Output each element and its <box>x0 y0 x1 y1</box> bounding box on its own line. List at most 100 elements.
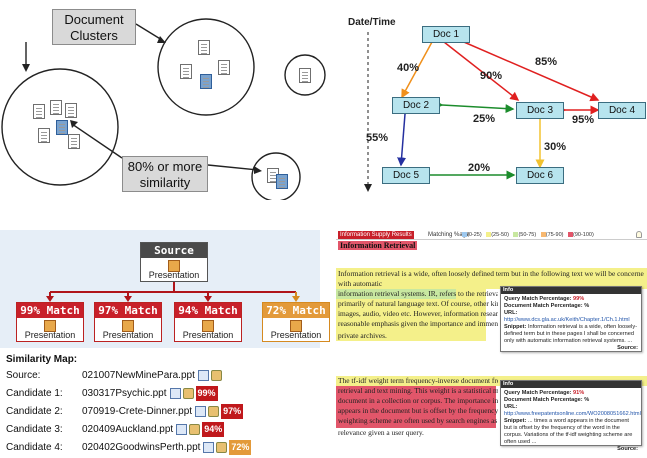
edge-label: 30% <box>544 141 567 153</box>
row-label: Candidate 2: <box>6 406 63 418</box>
match-percentage-badge: 72% <box>229 440 252 455</box>
tooltip-title: Info <box>501 381 641 388</box>
tooltip-match-value: 91% <box>573 390 585 396</box>
preview-icon[interactable] <box>210 369 222 381</box>
doc-line: retrieval and text mining. This weight i… <box>338 386 498 395</box>
match-label: Presentation <box>102 330 154 340</box>
legend-item: (50-75) <box>518 232 537 238</box>
file-link[interactable]: 021007NewMinePara.ppt <box>82 370 195 381</box>
tooltip-snippet-label: Snippet: <box>504 324 527 330</box>
info-icon[interactable] <box>169 388 181 399</box>
tooltip-match-value: 99% <box>573 296 585 302</box>
similarity-map-title: Similarity Map: <box>6 354 78 365</box>
doc-line: reasonable emphasis given the importance… <box>338 319 498 328</box>
edge-label: 40% <box>397 62 420 74</box>
tooltip-doc-label: Document Match Percentage: % <box>504 397 590 403</box>
document-icon <box>299 68 311 83</box>
info-icon[interactable] <box>195 406 207 417</box>
doc-line: images, audio, video etc. However, infor… <box>338 309 498 318</box>
tooltip-url-label: URL: <box>504 310 518 316</box>
match-panel: Source Presentation 99% Match Presentati… <box>0 230 330 458</box>
doc-line: The tf-idf weight term frequency-inverse… <box>338 376 498 385</box>
row-label: Candidate 4: <box>6 442 63 454</box>
preview-icon[interactable] <box>216 442 228 453</box>
edge-label: 20% <box>468 162 491 174</box>
match-tooltip: Info Query Match Percentage: 91% Documen… <box>500 380 642 452</box>
presentation-icon <box>202 320 214 332</box>
document-icon <box>38 128 50 143</box>
match-box-99: 99% Match Presentation <box>16 302 84 342</box>
document-header-bar <box>336 230 647 240</box>
source-title: Source <box>141 243 207 258</box>
match-title: 97% Match <box>95 303 161 318</box>
cluster-circle-bottom <box>251 152 301 200</box>
presentation-icon <box>168 260 180 272</box>
similarity-label: 80% or more similarity <box>122 156 208 192</box>
document-title: Information Retrieval <box>338 241 418 250</box>
legend-label: Matching %age <box>428 232 470 238</box>
tooltip-url[interactable]: http://www.dcs.gla.ac.uk/Keith/Chapter.1… <box>504 317 630 323</box>
legend-item: (90-100) <box>573 232 594 238</box>
file-link[interactable]: 020409Auckland.ppt <box>82 424 174 436</box>
match-box-94: 94% Match Presentation <box>174 302 242 342</box>
match-tooltip: Info Query Match Percentage: 99% Documen… <box>500 286 642 352</box>
source-box: Source Presentation <box>140 242 208 282</box>
match-title: 72% Match <box>263 303 329 318</box>
edge-doc1-doc4 <box>441 28 600 102</box>
match-percentage-badge: 94% <box>202 422 225 437</box>
info-icon[interactable] <box>203 442 215 453</box>
legend-item: (0-25) <box>467 232 482 238</box>
edge-label: 85% <box>535 56 558 68</box>
legend-item: (25-50) <box>491 232 509 238</box>
node-doc5: Doc 5 <box>382 167 430 184</box>
tooltip-source-label: Source: <box>617 446 638 452</box>
legend-item: (75-90) <box>545 232 564 238</box>
tooltip-source-label: Source: <box>617 345 638 351</box>
doc-line: private archives. <box>338 331 387 340</box>
document-icon <box>218 60 230 75</box>
node-doc1: Doc 1 <box>422 26 470 43</box>
source-label: Presentation <box>148 270 200 280</box>
row-label: Source: <box>6 370 41 381</box>
date-time-axis-label: Date/Time <box>348 17 396 28</box>
tooltip-match-label: Query Match Percentage: <box>504 390 572 396</box>
tooltip-url-label: URL: <box>504 404 518 410</box>
legend: (0-25) (25-50) (50-75) (75-90) (90-100) <box>462 231 594 239</box>
results-badge: Information Supply Results <box>338 231 414 239</box>
cluster-circle-top-right <box>157 18 255 116</box>
tooltip-doc-label: Document Match Percentage: % <box>504 303 590 309</box>
info-icon[interactable] <box>176 424 188 435</box>
highlight-block <box>336 376 647 386</box>
lightbulb-icon[interactable] <box>636 231 642 238</box>
file-link[interactable]: 020402GoodwinsPerth.ppt <box>82 442 201 454</box>
presentation-icon <box>122 320 134 332</box>
match-percentage-badge: 99% <box>195 386 218 401</box>
file-link[interactable]: 030317Psychic.ppt <box>82 388 167 400</box>
document-icon <box>65 103 77 118</box>
edge-doc1-doc2 <box>401 33 440 99</box>
preview-icon[interactable] <box>182 388 194 399</box>
tooltip-url[interactable]: http://www.freepatentsonline.com/WO20080… <box>504 411 641 417</box>
preview-icon[interactable] <box>208 406 220 417</box>
document-icon <box>33 104 45 119</box>
doc-line: relevance given a user query. <box>338 428 424 437</box>
match-box-72: 72% Match Presentation <box>262 302 330 342</box>
match-title: 99% Match <box>17 303 83 318</box>
document-icon <box>68 134 80 149</box>
arrow-to-top-cluster <box>135 23 163 41</box>
doc-line: primarily of natural language text. Of c… <box>338 299 498 308</box>
match-label: Presentation <box>182 330 234 340</box>
edge-label: 55% <box>366 132 389 144</box>
match-title: 94% Match <box>175 303 241 318</box>
arrow-similarity-right <box>207 164 259 171</box>
presentation-icon <box>290 320 302 332</box>
doc-line: information retrieval systems. IR, refer… <box>338 289 498 298</box>
file-link[interactable]: 070919-Crete-Dinner.ppt <box>82 406 193 418</box>
info-icon[interactable] <box>197 369 209 381</box>
edge-doc2-doc5 <box>397 106 411 167</box>
preview-icon[interactable] <box>189 424 201 435</box>
edge-label: 90% <box>480 70 503 82</box>
similarity-graph-edges <box>364 28 600 192</box>
document-icon-highlighted <box>276 174 288 189</box>
